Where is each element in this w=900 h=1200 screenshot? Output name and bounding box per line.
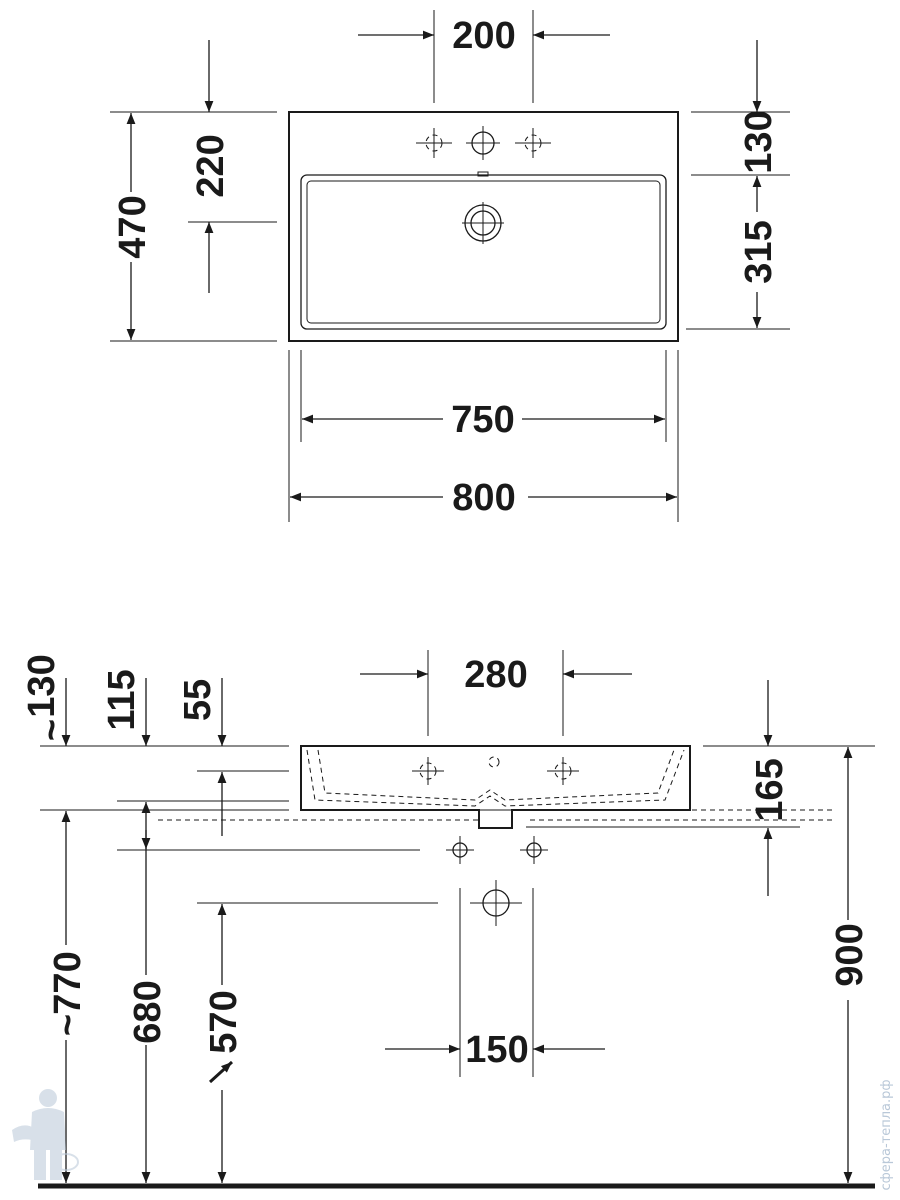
dim-680-label: 680 [127,980,169,1043]
dim-280-label: 280 [464,654,527,696]
dim-770-label: 770 [47,951,89,1014]
dim-315-label: 315 [738,220,780,283]
front-view: 280 130 ~ 115 55 165 900 770 ~ 680 570 [21,650,875,1189]
dim-800-label: 800 [452,477,515,519]
dim-150-label: 150 [465,1029,528,1071]
tap-hole-right-optional-icon [547,757,579,785]
watermark-site: сфера-тепла.рф [879,1079,894,1190]
drain-icon [462,202,504,244]
supply-left-icon [446,836,474,864]
dim-900-label: 900 [829,923,871,986]
dim-115-label: 115 [101,669,143,730]
tap-hole-left-optional-icon [416,128,452,158]
dim-130-front-label: 130 [21,654,63,717]
approx-mark-770: ~ [47,1014,89,1036]
tap-hole-center-icon [466,126,500,160]
dim-570-label: 570 [203,990,245,1053]
range-arrow-icon [208,1060,234,1084]
basin-front-outline [300,745,691,829]
basin-bowl-outline [300,174,667,330]
approx-mark-130: ~ [31,719,73,741]
tap-hole-right-optional-icon [515,128,551,158]
supply-right-icon [520,836,548,864]
dim-165-label: 165 [749,758,791,821]
dim-130-top-label: 130 [738,110,780,173]
dim-750-label: 750 [451,399,514,441]
top-view: 200 470 220 130 315 750 800 [110,10,790,522]
dim-200-label: 200 [452,15,515,57]
plumber-mascot-logo [12,1089,79,1180]
waste-outlet-icon [470,880,522,926]
dim-55-label: 55 [177,679,219,721]
dim-220-label: 220 [190,134,232,197]
dim-470-label: 470 [112,195,154,258]
tap-hole-left-optional-icon [412,757,444,785]
